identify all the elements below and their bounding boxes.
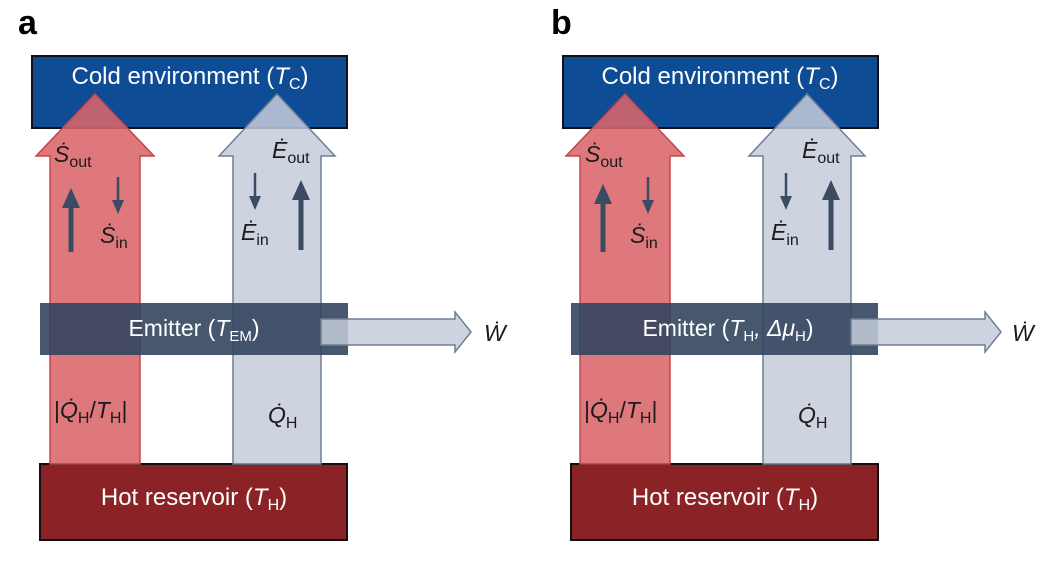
emitter-label: Emitter (TH, ΔμH) — [642, 315, 813, 345]
energy-out-arrow — [822, 180, 840, 250]
e-in-label: Ėin — [771, 219, 799, 249]
work-label: Ẇ — [484, 320, 508, 346]
entropy-out-arrow — [62, 188, 80, 252]
s-out-label: Ṡout — [585, 141, 623, 171]
e-in-label: Ėin — [241, 219, 269, 249]
panel-b: b Cold environment (TC) Hot reservoir (T… — [551, 4, 1036, 541]
work-output-arrow — [850, 309, 1002, 355]
work-label: Ẇ — [1012, 320, 1036, 346]
cold-environment-label: Cold environment (TC) — [602, 63, 839, 93]
entropy-in-arrow — [642, 177, 654, 214]
e-out-label: Ėout — [802, 137, 840, 167]
s-out-label: Ṡout — [54, 141, 92, 171]
s-in-label: Ṡin — [100, 222, 128, 252]
cold-environment-label: Cold environment (TC) — [72, 63, 309, 93]
work-output-arrow — [320, 309, 472, 355]
hot-reservoir-box — [39, 463, 348, 541]
panel-a: a Cold environment (TC) Hot reservoir (T… — [18, 4, 508, 541]
hot-reservoir-box — [570, 463, 879, 541]
entropy-flow-arrow — [34, 92, 156, 465]
emitter-band — [571, 303, 878, 355]
s-in-label: Ṡin — [630, 222, 658, 252]
energy-in-arrow — [780, 173, 792, 210]
hot-reservoir-label: Hot reservoir (TH) — [101, 484, 287, 514]
heat-flux-label: Q̇H — [798, 402, 827, 432]
heat-entropy-ratio-label: |Q̇H/TH| — [584, 397, 657, 427]
heat-flux-label: Q̇H — [268, 402, 297, 432]
emitter-label: Emitter (TEM) — [128, 315, 259, 345]
entropy-in-arrow — [112, 177, 124, 214]
energy-flow-arrow — [747, 92, 867, 465]
energy-in-arrow — [249, 173, 261, 210]
energy-flow-arrow — [217, 92, 337, 465]
emitter-band — [40, 303, 348, 355]
entropy-flow-arrow — [564, 92, 686, 465]
entropy-out-arrow — [594, 184, 612, 252]
hot-reservoir-label: Hot reservoir (TH) — [632, 484, 818, 514]
panel-letter-a: a — [18, 4, 38, 42]
panel-letter-b: b — [551, 4, 572, 42]
heat-entropy-ratio-label: |Q̇H/TH| — [54, 397, 127, 427]
e-out-label: Ėout — [272, 137, 310, 167]
energy-out-arrow — [292, 180, 310, 250]
